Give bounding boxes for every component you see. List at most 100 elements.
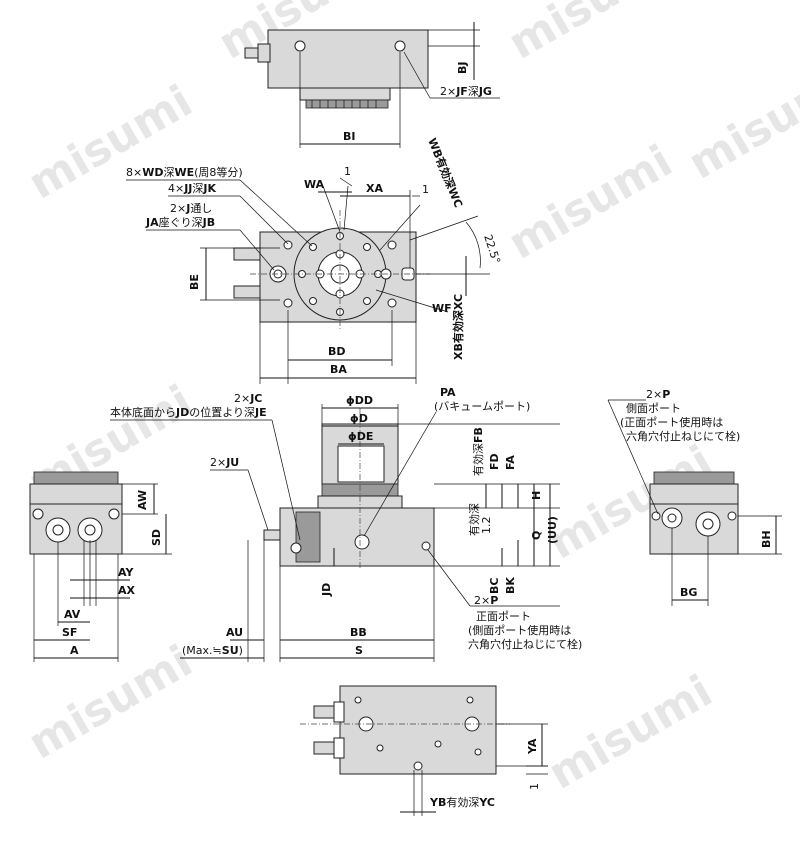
- dim-bi: BI: [343, 130, 355, 143]
- right-table: [649, 483, 739, 505]
- mount-hole: [283, 298, 293, 308]
- pa-note: (バキュームポート): [434, 400, 530, 413]
- dim-av: AV: [64, 608, 81, 621]
- yb-note: YB有効深YC: [429, 795, 495, 809]
- watermark: misumi: [500, 136, 681, 270]
- ju-note: 2×JU: [210, 456, 239, 469]
- right-port: [727, 511, 737, 521]
- dim-xb-note: XB有効深XC: [451, 294, 465, 360]
- dim-bd: BD: [328, 345, 346, 358]
- p-front-note1: (側面ポート使用時は: [468, 624, 571, 637]
- dim-wf: WF: [432, 302, 452, 315]
- jf-note: 2×JF深JG: [440, 85, 492, 98]
- dim-be: BE: [188, 274, 201, 290]
- dim-wa: WA: [304, 178, 325, 191]
- dim-uu: (UU): [546, 516, 559, 544]
- left-side-view: AW SD AY AX AV SF A: [29, 471, 172, 662]
- jc-note-2: 本体底面からJDの位置より深JE: [110, 405, 267, 419]
- dim-h: H: [530, 491, 543, 500]
- p-side-note2: 六角穴付止ねじにて栓): [626, 429, 740, 443]
- p-front-note2: 六角穴付止ねじにて栓): [468, 637, 582, 651]
- dim-sd: SD: [150, 529, 163, 546]
- watermark: misumi: [500, 0, 681, 70]
- main-shaft-lower: [233, 285, 261, 299]
- right-port: [651, 511, 661, 521]
- wd-note: 8×WD深WE(周8等分): [126, 165, 243, 179]
- watermark-layer: misumi misumi misumi misumi misumi misum…: [20, 0, 800, 800]
- max-su-note: (Max.≒SU): [182, 644, 243, 657]
- front-port: [354, 534, 370, 550]
- top-view-hole: [394, 40, 406, 52]
- mount-hole: [387, 240, 397, 250]
- dim-bk: BK: [504, 577, 517, 594]
- eff-12-note: 有効深: [467, 503, 481, 536]
- p-front-note: 2×P: [474, 594, 498, 607]
- left-port: [108, 508, 120, 520]
- left-table-scale: [33, 471, 119, 485]
- mount-hole: [387, 298, 397, 308]
- dim-jd: JD: [320, 583, 333, 597]
- dim-one-b: 1: [422, 183, 429, 196]
- bottom-nut: [333, 737, 345, 759]
- watermark: misumi: [680, 56, 800, 190]
- jj-note: 4×JJ深JK: [168, 182, 216, 195]
- mount-hole: [283, 240, 293, 250]
- dim-one-a: 1: [344, 165, 351, 178]
- dim-angle: 22.5°: [481, 233, 503, 266]
- dim-d: ϕD: [350, 412, 368, 425]
- p-side-note: 2×P: [646, 388, 670, 401]
- dim-dd: ϕDD: [346, 394, 373, 407]
- dim-bg: BG: [680, 586, 697, 599]
- front-view: ϕDD ϕD ϕDE PA (バキュームポート) 有効深FB FD FA H (…: [110, 386, 582, 662]
- dim-wb-note: WB有効深WC: [425, 136, 466, 210]
- pa-label: PA: [440, 386, 456, 399]
- top-view: BJ BI 2×JF深JG: [244, 22, 500, 148]
- dim-ya-one: 1: [528, 783, 541, 790]
- dim-bc: BC: [488, 578, 501, 594]
- dim-ba: BA: [330, 363, 347, 376]
- bottom-pin-hole: [413, 761, 423, 771]
- dim-s: S: [355, 644, 363, 657]
- dim-bh: BH: [760, 530, 773, 548]
- p-front-label: 正面ポート: [476, 610, 531, 623]
- main-shaft-upper: [233, 247, 261, 261]
- front-port-small: [421, 541, 431, 551]
- front-screw: [290, 542, 302, 554]
- front-section: [295, 511, 321, 563]
- dim-ax: AX: [118, 584, 136, 597]
- main-top-view: WA 1 XA 1 WB有効深WC 22.5° XB有効深XC WF BE: [126, 136, 503, 384]
- dim-aw: AW: [136, 490, 149, 510]
- dim-ay: AY: [118, 566, 134, 579]
- top-view-nut: [257, 43, 271, 63]
- right-body: [649, 503, 739, 555]
- left-table: [29, 483, 123, 505]
- watermark: misumi: [540, 666, 721, 800]
- watermark: misumi: [20, 636, 201, 770]
- val-12: 1.2: [480, 517, 493, 535]
- left-port: [32, 508, 44, 520]
- p-side-note1: (正面ポート使用時は: [620, 416, 723, 429]
- top-view-scale: [305, 99, 389, 109]
- dim-bj: BJ: [456, 62, 469, 74]
- right-side-view: 2×P 側面ポート (正面ポート使用時は 六角穴付止ねじにて栓) BH BG: [607, 388, 782, 606]
- right-table-scale: [653, 471, 735, 485]
- left-body: [29, 503, 123, 555]
- dim-bb: BB: [350, 626, 367, 639]
- dim-fa: FA: [504, 455, 517, 470]
- dim-a: A: [70, 644, 79, 657]
- top-view-hole: [294, 40, 306, 52]
- jc-note-1: 2×JC: [234, 392, 262, 405]
- dim-xa: XA: [366, 182, 383, 195]
- fb-note: 有効深FB: [471, 427, 485, 476]
- front-shaft: [263, 529, 281, 541]
- bottom-view: YA 1 YB有効深YC: [300, 685, 548, 816]
- bottom-nut: [333, 701, 345, 723]
- top-view-table-base: [299, 87, 391, 101]
- dim-sf: SF: [62, 626, 77, 639]
- top-view-body: [267, 29, 429, 89]
- dim-q: Q: [530, 531, 543, 540]
- dim-de: ϕDE: [348, 430, 373, 443]
- ja-note: JA座ぐり深JB: [145, 215, 215, 229]
- p-side-label: 側面ポート: [626, 402, 681, 415]
